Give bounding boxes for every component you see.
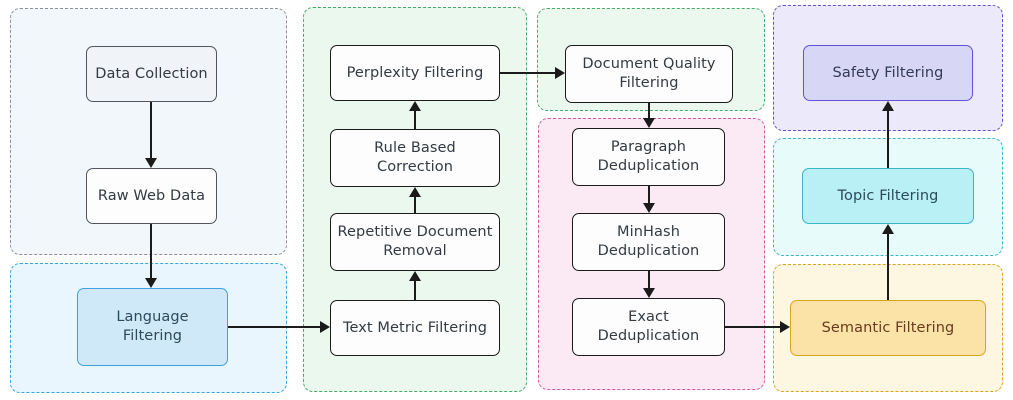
node-rule-based-correction[interactable]: Rule Based Correction — [330, 129, 500, 187]
edge-topic-filtering-to-safety-filtering — [887, 109, 890, 168]
node-exact-deduplication[interactable]: Exact Deduplication — [572, 298, 725, 356]
edge-document-quality-filtering-to-paragraph-deduplication-arrowhead-down — [642, 118, 655, 128]
edge-topic-filtering-to-safety-filtering-arrowhead-up — [881, 101, 894, 111]
edge-perplexity-filtering-to-document-quality-filtering — [500, 72, 557, 75]
node-topic-filtering[interactable]: Topic Filtering — [802, 168, 974, 224]
edge-rule-based-correction-to-perplexity-filtering — [414, 109, 417, 129]
node-repetitive-document-removal[interactable]: Repetitive Document Removal — [330, 213, 500, 271]
edge-minhash-deduplication-to-exact-deduplication — [648, 271, 651, 290]
edge-rule-based-correction-to-perplexity-filtering-arrowhead-up — [408, 101, 421, 111]
node-paragraph-deduplication[interactable]: Paragraph Deduplication — [572, 128, 725, 186]
edge-perplexity-filtering-to-document-quality-filtering-arrowhead-right — [555, 66, 565, 79]
node-text-metric-filtering[interactable]: Text Metric Filtering — [330, 300, 500, 356]
edge-language-filtering-to-text-metric-filtering-arrowhead-right — [320, 320, 330, 333]
node-semantic-filtering[interactable]: Semantic Filtering — [790, 300, 986, 356]
edge-text-metric-filtering-to-repetitive-document-removal-arrowhead-up — [408, 271, 421, 281]
edge-repetitive-document-removal-to-rule-based-correction — [414, 195, 417, 213]
edge-semantic-filtering-to-topic-filtering — [887, 232, 890, 300]
edge-data-collection-to-raw-web-data — [150, 102, 153, 160]
edge-paragraph-deduplication-to-minhash-deduplication — [648, 186, 651, 205]
node-perplexity-filtering[interactable]: Perplexity Filtering — [330, 45, 500, 101]
node-language-filtering[interactable]: Language Filtering — [77, 288, 228, 366]
edge-document-quality-filtering-to-paragraph-deduplication — [648, 103, 651, 120]
edge-paragraph-deduplication-to-minhash-deduplication-arrowhead-down — [642, 203, 655, 213]
node-safety-filtering[interactable]: Safety Filtering — [803, 45, 973, 101]
edge-repetitive-document-removal-to-rule-based-correction-arrowhead-up — [408, 187, 421, 197]
edge-text-metric-filtering-to-repetitive-document-removal — [414, 279, 417, 300]
edge-data-collection-to-raw-web-data-arrowhead-down — [144, 158, 157, 168]
edge-semantic-filtering-to-topic-filtering-arrowhead-up — [881, 224, 894, 234]
edge-exact-deduplication-to-semantic-filtering-arrowhead-right — [780, 320, 790, 333]
edge-raw-web-data-to-language-filtering — [150, 224, 153, 280]
node-raw-web-data[interactable]: Raw Web Data — [86, 168, 217, 224]
edge-minhash-deduplication-to-exact-deduplication-arrowhead-down — [642, 288, 655, 298]
node-minhash-deduplication[interactable]: MinHash Deduplication — [572, 213, 725, 271]
edge-language-filtering-to-text-metric-filtering — [228, 326, 322, 329]
edge-exact-deduplication-to-semantic-filtering — [725, 326, 782, 329]
node-document-quality-filtering[interactable]: Document Quality Filtering — [565, 45, 733, 103]
edge-raw-web-data-to-language-filtering-arrowhead-down — [144, 278, 157, 288]
node-data-collection[interactable]: Data Collection — [86, 46, 217, 102]
